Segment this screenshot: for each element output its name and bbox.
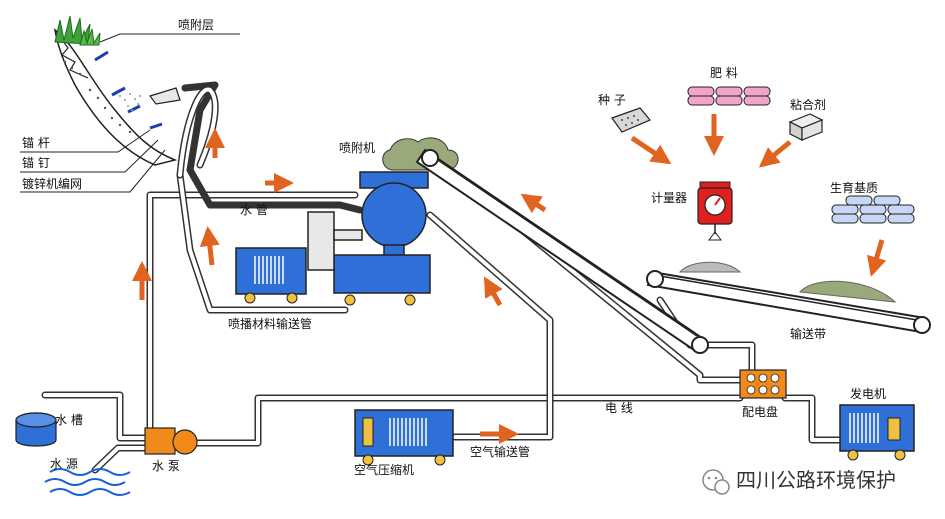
conveyor-belt-upper — [415, 148, 709, 354]
label-cable: 电 线 — [605, 401, 633, 415]
spray-nozzle — [119, 87, 181, 111]
water-pump-icon — [144, 427, 198, 455]
label-distribution-board: 配电盘 — [742, 404, 778, 419]
label-water-pump: 水 泵 — [152, 459, 180, 473]
label-growth-substrate: 生育基质 — [830, 180, 878, 195]
label-seeds: 种 子 — [598, 93, 626, 107]
material-pump-machine — [235, 247, 307, 304]
label-anchor-nail: 锚 钉 — [22, 155, 50, 170]
wechat-icon — [702, 469, 730, 495]
labels: 喷附层 锚 杆 锚 钉 镀锌机编网 水 管 喷附机 喷播材料输送管 水 槽 水 … — [22, 18, 886, 477]
water-source-icon — [44, 468, 131, 496]
label-air-pipe: 空气输送管 — [470, 444, 530, 459]
generator-machine — [839, 404, 915, 461]
label-sprayer: 喷附机 — [339, 141, 375, 155]
watermark: 四川公路环境保护 — [702, 468, 896, 495]
seeds-bag — [611, 107, 651, 133]
fertilizer-bags — [687, 86, 771, 106]
leader-lines — [20, 33, 240, 193]
label-fertilizer: 肥 料 — [710, 66, 738, 80]
conveyor-belt-lower — [646, 261, 931, 334]
watermark-text: 四川公路环境保护 — [736, 468, 896, 492]
label-spray-material-pipe: 喷播材料输送管 — [228, 316, 312, 331]
label-water-source: 水 源 — [50, 457, 78, 471]
label-water-pipe: 水 管 — [240, 202, 268, 217]
label-meter: 计量器 — [651, 191, 687, 205]
grass-icon — [54, 15, 101, 46]
anchor-rods — [94, 50, 163, 130]
sprayer-machine — [307, 137, 459, 306]
distribution-board-icon — [739, 369, 787, 399]
growth-substrate-bags — [831, 195, 915, 224]
label-air-compressor: 空气压缩机 — [354, 462, 414, 477]
label-anchor-rod: 锚 杆 — [22, 135, 50, 150]
label-spray-layer: 喷附层 — [178, 18, 214, 32]
binder-box — [788, 113, 824, 141]
label-binder: 粘合剂 — [790, 97, 826, 112]
water-tank-icon — [15, 412, 57, 447]
label-conveyor-belt: 输送带 — [790, 326, 826, 341]
air-compressor-machine — [354, 409, 454, 466]
slope-illustration — [53, 15, 181, 166]
label-water-tank: 水 槽 — [55, 413, 83, 427]
label-galvanized-mesh: 镀锌机编网 — [22, 176, 82, 191]
flow-arrows — [132, 114, 887, 444]
meter-scale — [697, 181, 733, 241]
label-generator: 发电机 — [850, 386, 886, 401]
